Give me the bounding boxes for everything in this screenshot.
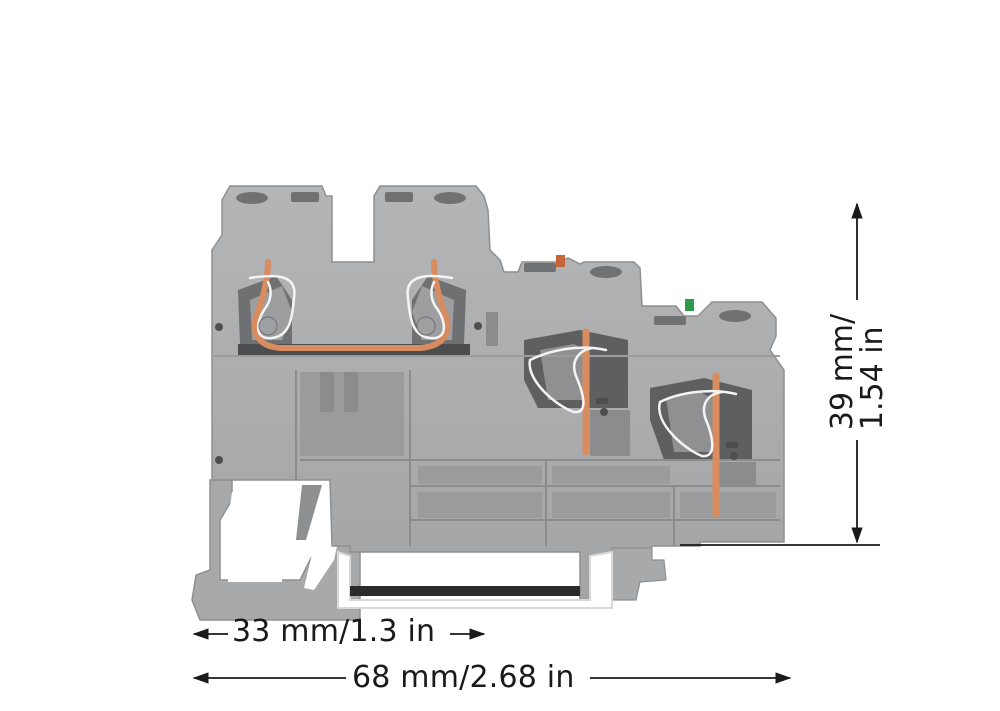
height-label-line1: 39 mm/	[825, 313, 860, 431]
marker-orange	[556, 255, 565, 267]
marker-green	[685, 299, 694, 311]
copper-busbar	[251, 259, 720, 518]
din-foot-right	[611, 547, 667, 601]
entry-holes	[236, 192, 751, 325]
total-width-label: 68 mm/2.68 in	[348, 663, 579, 693]
din-rail	[337, 550, 613, 609]
partial-width-label: 33 mm/1.3 in	[232, 614, 436, 649]
clamp-springs	[248, 274, 738, 458]
terminal-housing	[191, 185, 785, 621]
height-label-line2: 1.54 in	[855, 326, 890, 431]
height-label: 39 mm/ 1.54 in	[825, 307, 890, 437]
dimension-lines	[192, 202, 880, 684]
clamp-pivots	[258, 316, 436, 336]
